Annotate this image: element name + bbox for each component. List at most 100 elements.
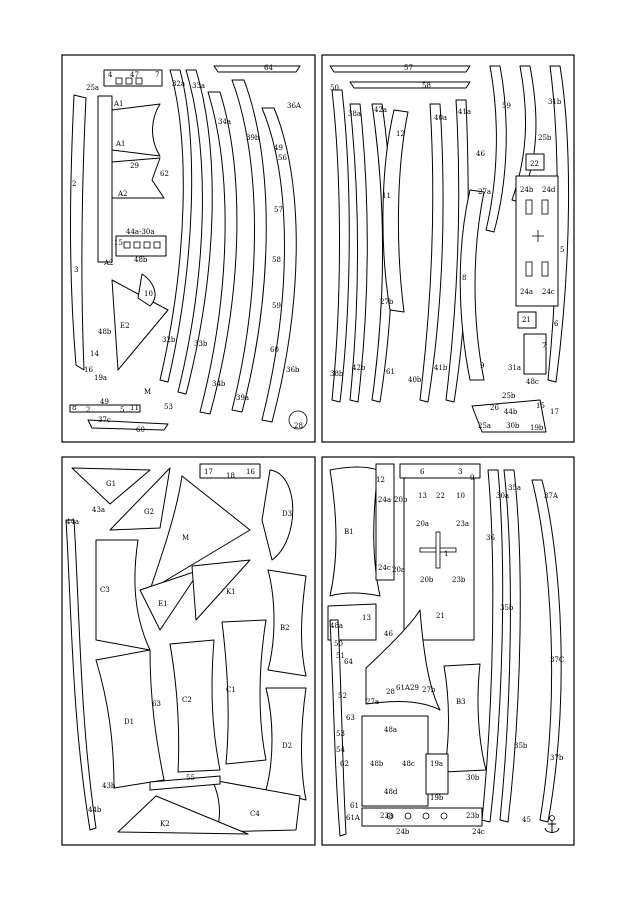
part [149, 775, 221, 791]
sheet-3: 17 18 16 G1 43a G2 D3 44a M C3 E1 K1 B2 … [61, 456, 316, 846]
part-label: 13 [362, 614, 371, 622]
part [153, 241, 161, 249]
part-label: 50 [334, 640, 343, 648]
part [481, 469, 504, 823]
part-label: 15 [114, 239, 123, 247]
part [525, 153, 545, 171]
part-label: 33b [194, 340, 208, 348]
part [471, 399, 547, 433]
part-label: 61A [346, 814, 361, 822]
part-label: 3 [74, 266, 78, 274]
part-label: A1 [115, 140, 126, 148]
part-label: 28 [294, 422, 303, 430]
part-label: 57 [404, 64, 413, 72]
part [111, 157, 165, 199]
part-label: 14 [90, 350, 99, 358]
part-label: 61 [350, 802, 359, 810]
part-label: 37C [550, 656, 564, 664]
part-label: 34b [212, 380, 226, 388]
part-label: 44a-30a [126, 228, 155, 236]
part-label: 52 [338, 692, 347, 700]
part [404, 812, 412, 820]
part-label: 59 [502, 102, 511, 110]
part-label: 23b [452, 576, 466, 584]
part-label: 23a [456, 520, 469, 528]
part [525, 261, 533, 277]
sheet-2-border [321, 54, 575, 443]
part-label: 22 [530, 160, 539, 168]
part-label: 49 [274, 144, 283, 152]
part-label: 35b [514, 742, 528, 750]
part-label: 24a [520, 288, 533, 296]
part-label: 17 [550, 408, 559, 416]
part-label: 40a [434, 114, 447, 122]
part-label: M [182, 534, 189, 542]
part-label: 56 [278, 154, 287, 162]
part-label: M [144, 388, 151, 396]
part-label: 20a [392, 566, 405, 574]
part [331, 89, 350, 403]
part-label: 62 [340, 760, 349, 768]
part-label: 42b [352, 364, 366, 372]
part-label: 59 [272, 302, 281, 310]
part-label: G1 [106, 480, 116, 488]
part [382, 109, 409, 313]
part-label: 16 [84, 366, 93, 374]
part-label: 24d [542, 186, 556, 194]
part-label: D2 [282, 742, 292, 750]
part-label: 32a [172, 80, 185, 88]
part [135, 77, 143, 85]
part-label: 50 [330, 84, 339, 92]
part-label: 16 [246, 468, 255, 476]
part-label: 3 [458, 468, 462, 476]
part [288, 410, 308, 430]
part-label: 48d [384, 788, 398, 796]
part-label: 62 [160, 170, 169, 178]
part-label: 40b [408, 376, 422, 384]
part-label: 64 [344, 658, 353, 666]
part [541, 199, 549, 215]
part-label: 35b [500, 604, 514, 612]
part-label: 46 [476, 150, 485, 158]
part-label: 37c [98, 416, 111, 424]
part-label: 2 [86, 406, 90, 414]
part-label: 30b [506, 422, 520, 430]
anchor-icon [544, 815, 560, 833]
part [213, 65, 301, 73]
part-label: 43b [102, 782, 116, 790]
part-label: 58 [272, 256, 281, 264]
part [267, 569, 307, 677]
part [440, 812, 448, 820]
part [541, 261, 549, 277]
part-label: 25a [478, 422, 491, 430]
part [115, 235, 167, 257]
part-label: 27a [366, 698, 379, 706]
part-label: 31b [548, 98, 562, 106]
part-label: 35a [508, 484, 521, 492]
part-label: 37b [550, 754, 564, 762]
part-label: 48c [402, 760, 415, 768]
part [97, 95, 113, 263]
part-label: 24a [378, 496, 391, 504]
part-label: 37A [544, 492, 559, 500]
part [111, 103, 161, 157]
part [515, 175, 559, 307]
part [159, 69, 193, 383]
part-label: 63 [152, 700, 161, 708]
part-label: 19a [94, 374, 107, 382]
part-label: 7 [155, 71, 159, 79]
part [265, 687, 307, 801]
part-label: 23b [466, 812, 480, 820]
sheet-4: 6 3 9 12 24a 20b 13 22 10 30a 35a 37A B1… [321, 456, 575, 846]
part-label: A2 [117, 190, 128, 198]
part [231, 79, 267, 413]
part-label: 48c [526, 378, 539, 386]
part-label: C3 [100, 586, 110, 594]
part [139, 569, 201, 631]
part [143, 241, 151, 249]
part [459, 189, 485, 381]
part-label: A2 [103, 259, 114, 267]
part-label: 41b [434, 364, 448, 372]
part-label: 10 [144, 290, 153, 298]
part [365, 609, 441, 711]
